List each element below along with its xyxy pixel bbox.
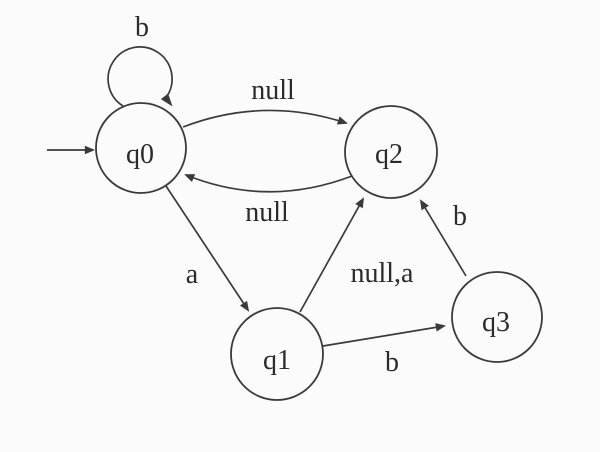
state-q2-circle xyxy=(344,105,438,199)
transition-q2-q0-arrow xyxy=(184,174,353,193)
state-q2-label: q2 xyxy=(375,139,403,170)
state-q3-label: q3 xyxy=(482,307,510,338)
state-nodes xyxy=(95,102,543,401)
state-q0-label: q0 xyxy=(126,139,154,170)
transition-label-q2-q0: null xyxy=(245,197,289,228)
transition-q0-self-loop-arc xyxy=(107,46,173,107)
diagram-labels: q0 q1 q2 q3 b null null a null,a b b xyxy=(126,12,510,378)
state-q3-circle xyxy=(451,271,543,363)
state-q1-circle xyxy=(230,307,324,401)
transition-label-q1-q2: null,a xyxy=(351,258,415,289)
transition-edges xyxy=(47,46,467,347)
transition-label-q0-q2: null xyxy=(251,75,295,106)
transition-q1-q2-arrow xyxy=(299,197,364,313)
transition-label-q0-q1: a xyxy=(186,259,199,290)
transition-q3-q2-arrow xyxy=(419,199,467,277)
transition-label-q0-self-loop: b xyxy=(135,12,149,43)
transition-label-q1-q3: b xyxy=(385,347,399,378)
self-loop-arrowhead xyxy=(160,93,173,107)
transition-q0-q2-arrow xyxy=(182,109,348,128)
transition-q1-q3-arrow xyxy=(322,323,447,347)
state-q1-label: q1 xyxy=(263,345,291,376)
state-q0-circle xyxy=(95,102,187,194)
transition-label-q3-q2: b xyxy=(453,201,467,232)
transition-q0-q1-arrow xyxy=(165,185,250,312)
